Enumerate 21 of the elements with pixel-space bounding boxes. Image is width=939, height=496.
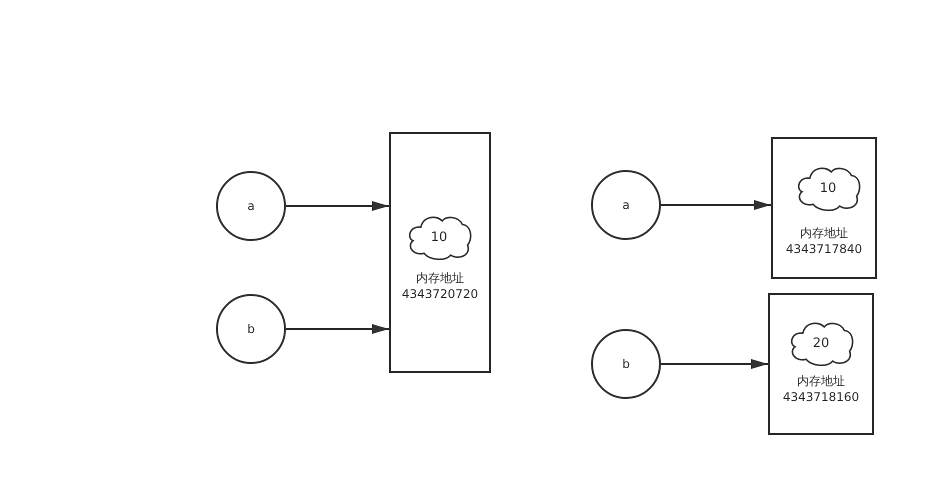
variable-label: a [247, 198, 255, 214]
variable-circle [216, 294, 286, 364]
address-text: 内存地址 4343718160 [782, 373, 860, 405]
variable-circle [591, 170, 661, 240]
address-text: 内存地址 4343717840 [784, 225, 864, 257]
variable-label: b [247, 321, 255, 337]
value-text: 10 [820, 181, 836, 197]
variable-circle [591, 329, 661, 399]
address-text: 内存地址 4343720720 [400, 270, 480, 302]
variable-label: b [622, 356, 630, 372]
value-text: 10 [430, 230, 448, 246]
arrow [286, 201, 389, 211]
arrow [661, 200, 771, 210]
arrow [286, 324, 389, 334]
memory-block [771, 137, 877, 279]
arrow [661, 359, 768, 369]
value-text: 20 [812, 336, 830, 352]
variable-label: a [622, 197, 630, 213]
memory-block [389, 132, 491, 373]
memory-block [768, 293, 874, 435]
variable-circle [216, 171, 286, 241]
